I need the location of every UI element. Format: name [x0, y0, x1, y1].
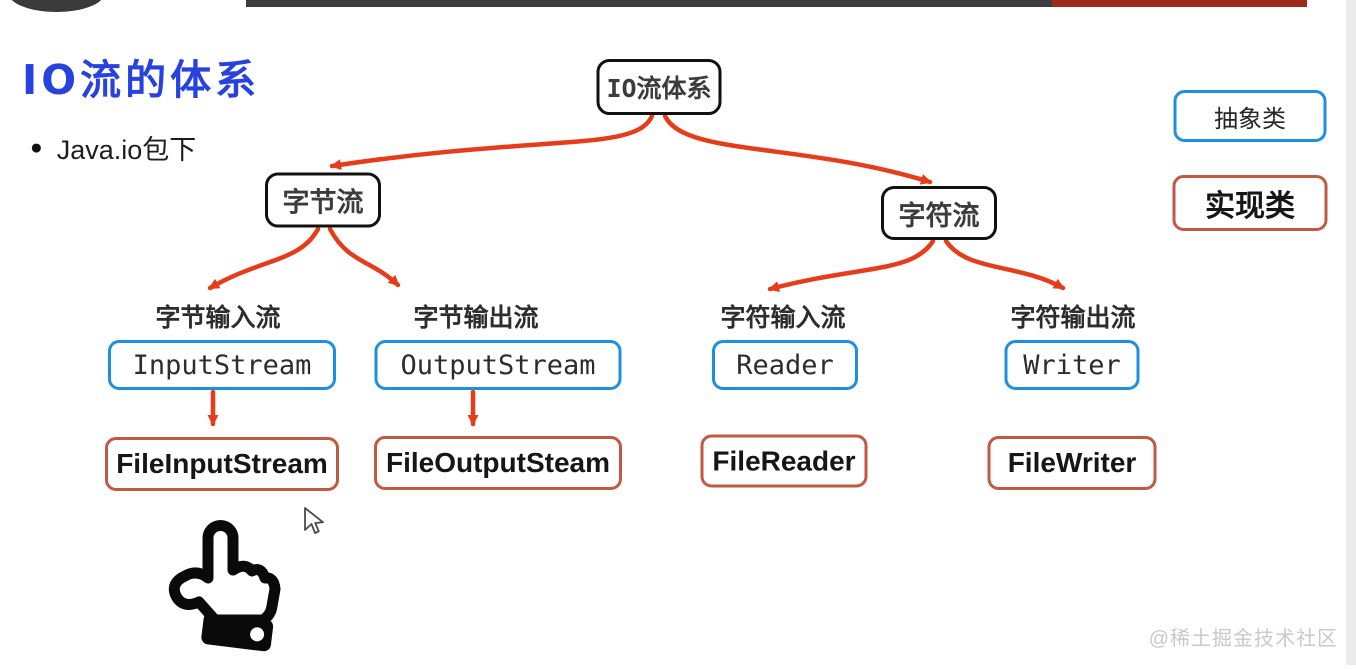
- corner-avatar-circle: [8, 0, 105, 12]
- bullet-item: ● Java.io包下: [30, 128, 196, 167]
- node-io-root: IO流体系: [596, 59, 722, 115]
- label-char-output: 字符输出流: [1010, 304, 1136, 332]
- bullet-dot-icon: ●: [30, 135, 43, 159]
- node-inputstream: InputStream: [108, 340, 336, 390]
- hand-pointer-icon: [158, 512, 292, 664]
- node-fileoutputsteam: FileOutputSteam: [374, 436, 622, 490]
- bullet-item-label: Java.io包下: [56, 135, 197, 165]
- video-progress-fill[interactable]: [1052, 0, 1307, 7]
- label-byte-output: 字节输出流: [413, 304, 539, 332]
- right-edge-strip: [1346, 0, 1356, 665]
- node-char-stream: 字符流: [881, 186, 997, 240]
- node-fileinputstream: FileInputStream: [105, 437, 339, 491]
- page-title: IO流的体系: [22, 56, 261, 104]
- label-char-input: 字符输入流: [720, 304, 846, 332]
- label-byte-input: 字节输入流: [155, 304, 281, 332]
- node-filereader: FileReader: [700, 434, 868, 488]
- node-filewriter: FileWriter: [987, 436, 1157, 490]
- legend-impl-class: 实现类: [1172, 175, 1328, 231]
- watermark: @稀土掘金技术社区: [1148, 628, 1338, 650]
- node-outputstream: OutputStream: [374, 340, 622, 390]
- legend-abstract-class: 抽象类: [1173, 90, 1327, 142]
- mouse-cursor-icon: [301, 506, 327, 536]
- node-reader: Reader: [712, 340, 858, 390]
- node-writer: Writer: [1004, 340, 1140, 390]
- node-byte-stream: 字节流: [265, 172, 381, 228]
- video-progress-track[interactable]: [246, 0, 1052, 7]
